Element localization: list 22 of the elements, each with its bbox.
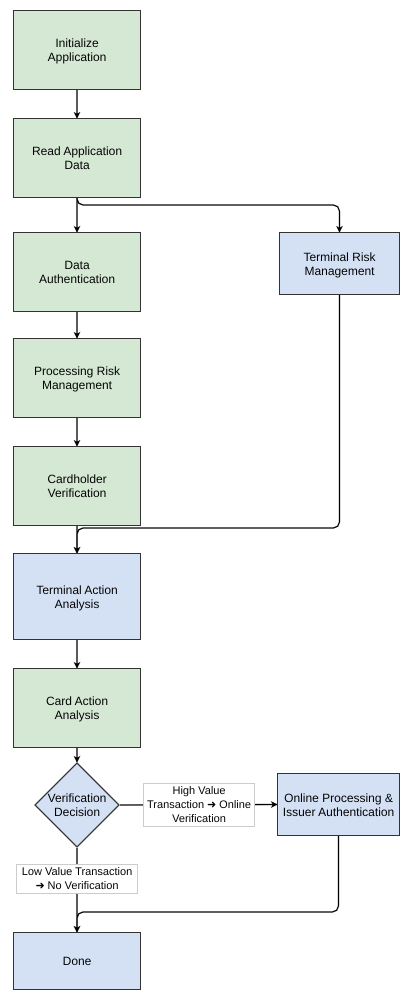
process-box: Done	[13, 932, 141, 990]
arrow	[74, 312, 80, 339]
arrow	[74, 836, 340, 933]
process-box: Initialize Application	[13, 10, 141, 90]
process-box: Terminal Risk Management	[279, 232, 400, 295]
edge-label: High Value Transaction ➜ Online Verification	[143, 783, 255, 827]
process-box: Online Processing & Issuer Authentication	[277, 773, 400, 836]
arrow	[74, 418, 80, 447]
process-box: Cardholder Verification	[13, 446, 141, 526]
arrow	[76, 198, 343, 233]
process-box: Terminal Action Analysis	[13, 553, 141, 640]
process-box: Data Authentication	[13, 232, 141, 312]
process-box: Read Application Data	[13, 118, 141, 198]
process-box: Card Action Analysis	[13, 668, 141, 748]
edge-label: Low Value Transaction ➜ No Verification	[16, 864, 138, 894]
arrow	[74, 295, 340, 554]
arrow	[74, 640, 80, 669]
arrow	[74, 198, 80, 233]
arrow	[74, 748, 80, 763]
decision-diamond: Verification Decision	[34, 762, 120, 848]
arrow	[74, 90, 80, 119]
process-box: Processing Risk Management	[13, 338, 141, 418]
